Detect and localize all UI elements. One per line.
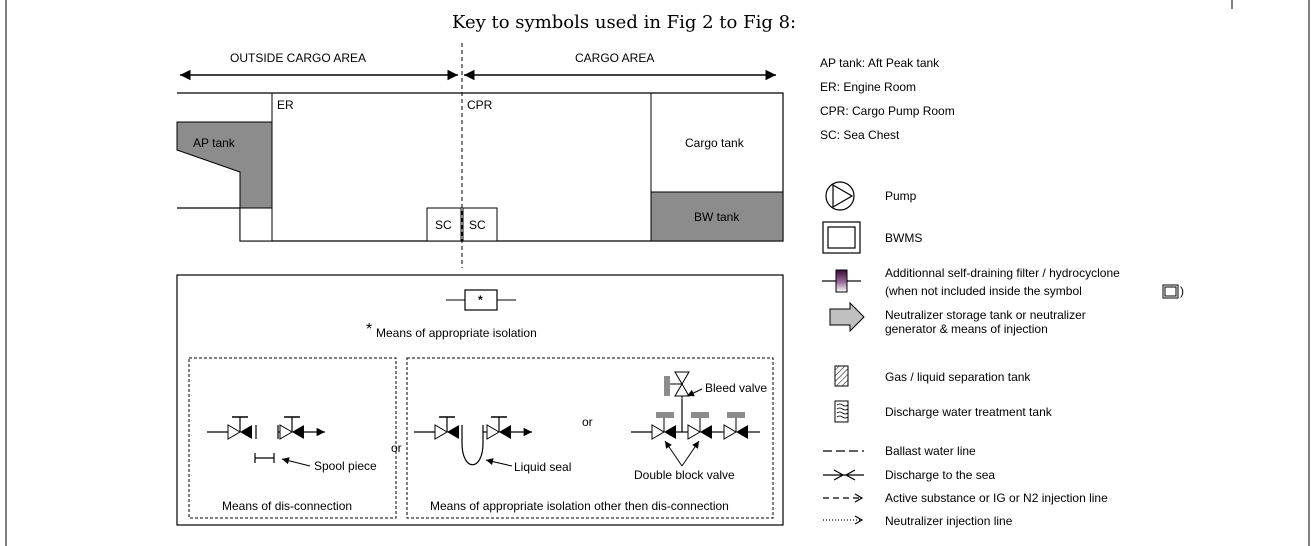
caption-other-isolation: Means of appropriate isolation other the… xyxy=(430,499,729,513)
disconnection-box xyxy=(188,357,397,519)
abbrev-sc: SC: Sea Chest xyxy=(820,128,900,142)
spool-piece-label: Spool piece xyxy=(314,459,377,473)
caption-disconnection: Means of dis-connection xyxy=(222,499,353,513)
cpr-label: CPR xyxy=(467,98,493,112)
cargo-tank-label: Cargo tank xyxy=(685,136,744,150)
legend-bwms: BWMS xyxy=(885,231,923,245)
discharge-treatment-tank-symbol xyxy=(834,400,849,423)
double-block-valve-label: Double block valve xyxy=(634,468,735,482)
legend-symbols xyxy=(822,181,1179,525)
bleed-valve-label: Bleed valve xyxy=(705,381,768,395)
disconnection-symbol xyxy=(207,416,325,467)
discharge-to-sea-symbol xyxy=(823,469,864,481)
sea-chest-right-label: SC xyxy=(469,218,486,232)
bw-tank-label: BW tank xyxy=(694,210,740,224)
outside-cargo-area-label: OUTSIDE CARGO AREA xyxy=(230,51,367,65)
abbrev-ap-tank: AP tank: Aft Peak tank xyxy=(820,56,940,70)
liquid-seal-symbol xyxy=(414,416,532,467)
legend-neutralizer-line1: Neutralizer storage tank or neutralizer xyxy=(885,308,1086,322)
page-frame xyxy=(5,0,1310,546)
legend-ballast-line: Ballast water line xyxy=(885,444,976,458)
double-block-bleed-symbol xyxy=(631,371,760,467)
cargo-area-label: CARGO AREA xyxy=(575,51,655,65)
ship-schematic xyxy=(176,43,784,268)
legend-gas-liquid: Gas / liquid separation tank xyxy=(885,370,1031,384)
neutralizer-injection-line-symbol xyxy=(823,515,864,525)
figure-title: Key to symbols used in Fig 2 to Fig 8: xyxy=(452,12,797,33)
sea-chest-right xyxy=(462,207,498,242)
other-isolation-box xyxy=(406,357,774,519)
active-substance-line-symbol xyxy=(823,493,864,503)
ap-tank-label: AP tank xyxy=(193,136,235,150)
liquid-seal-label: Liquid seal xyxy=(514,460,572,474)
legend-neutralizer-line2: generator & means of injection xyxy=(885,322,1048,336)
isolation-symbol-star: * xyxy=(478,293,483,307)
neutralizer-symbol xyxy=(829,301,865,333)
hull-outline xyxy=(177,92,784,242)
sea-chest-left-label: SC xyxy=(435,218,452,232)
or-label-2: or xyxy=(582,415,593,429)
legend-pump: Pump xyxy=(885,189,917,203)
er-label: ER xyxy=(277,98,294,112)
abbrev-er: ER: Engine Room xyxy=(820,80,917,94)
legend-discharge-sea: Discharge to the sea xyxy=(885,468,996,482)
legend-filter-line1: Additionnal self-draining filter / hydro… xyxy=(885,266,1120,280)
legend-discharge-treatment: Discharge water treatment tank xyxy=(885,405,1052,419)
ap-lower-box xyxy=(239,207,273,242)
means-note: Means of appropriate isolation xyxy=(376,326,537,340)
legend-filter-line2a: (when not included inside the symbol xyxy=(885,284,1082,298)
ap-tank-shape xyxy=(176,121,273,209)
legend-active-substance: Active substance or IG or N2 injection l… xyxy=(885,491,1108,505)
legend-neutralizer-injection: Neutralizer injection line xyxy=(885,514,1013,528)
sea-chest-left xyxy=(426,207,462,242)
isolation-box xyxy=(176,274,784,526)
filter-symbol xyxy=(835,269,848,293)
legend-filter-line2b: ) xyxy=(1180,284,1184,298)
gas-liquid-tank-symbol xyxy=(834,365,849,387)
means-note-star: * xyxy=(366,321,373,338)
or-label-1: or xyxy=(391,441,402,455)
abbrev-cpr: CPR: Cargo Pump Room xyxy=(820,104,955,118)
bw-tank-shape xyxy=(650,191,784,242)
